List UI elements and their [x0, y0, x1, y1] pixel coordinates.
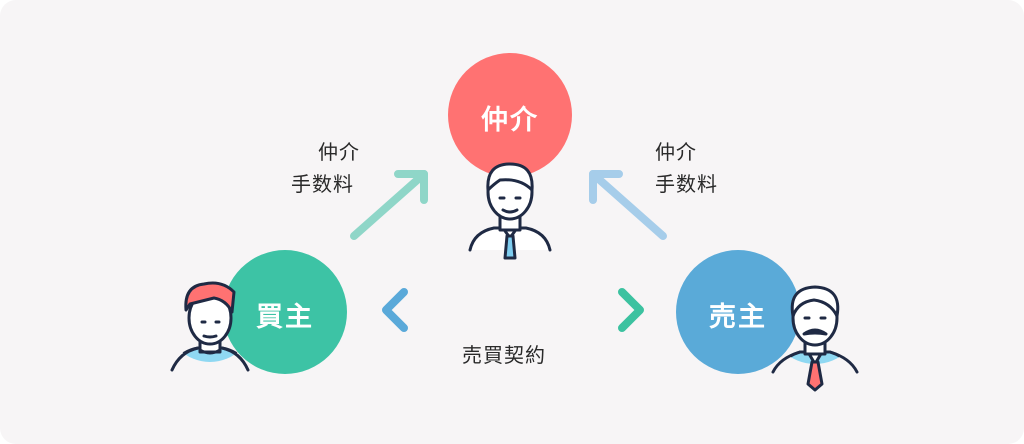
arrowhead-right — [618, 288, 644, 332]
left-fee-label-line2: 手数料 — [291, 172, 354, 196]
right-fee-label-line2: 手数料 — [655, 172, 718, 196]
broker-person-icon — [468, 162, 552, 260]
arrow-buyer-to-broker — [350, 170, 428, 240]
arrow-seller-to-broker — [589, 170, 667, 240]
broker-circle — [448, 53, 572, 177]
broker-label: 仲介 — [481, 105, 539, 136]
arrowhead-left — [382, 288, 408, 332]
seller-circle — [676, 250, 800, 374]
buyer-label: 買主 — [256, 302, 314, 333]
buyer-circle — [223, 250, 347, 374]
right-fee-label-line1: 仲介 — [655, 140, 697, 164]
left-fee-label-line1: 仲介 — [318, 140, 360, 164]
contract-label: 売買契約 — [462, 343, 546, 367]
seller-label: 売主 — [709, 302, 767, 333]
buyer-person-icon — [166, 281, 254, 372]
